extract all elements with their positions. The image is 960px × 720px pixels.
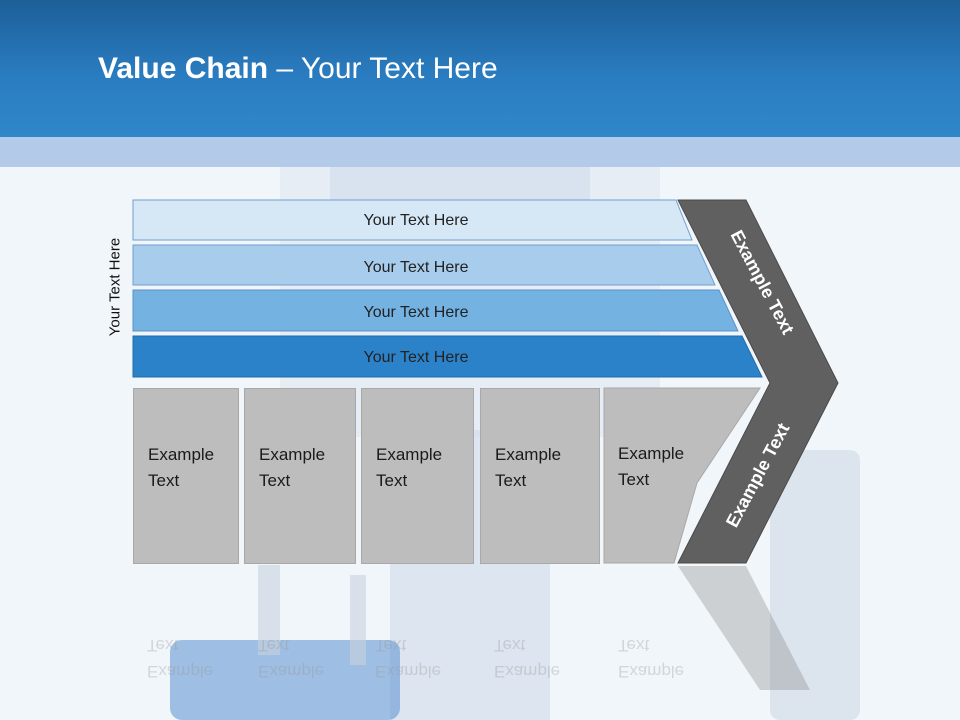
page-title: Value Chain – Your Text Here [98, 52, 498, 85]
chevron-reflection [678, 566, 810, 690]
box-4-line2: Text [618, 470, 650, 489]
box-3: Example Text [480, 388, 600, 564]
box-1-line1: Example [259, 445, 326, 464]
bar-1-shape [132, 244, 716, 286]
bar-2: Your Text Here [132, 289, 739, 332]
bar-0-shape [132, 199, 693, 241]
box-4: Example Text [604, 388, 684, 564]
bar-3: Your Text Here [132, 335, 763, 378]
bar-3-shape [132, 335, 763, 378]
chevron-shape [677, 199, 839, 564]
box-3-line1: Example [495, 445, 562, 464]
header-bar [0, 0, 960, 137]
box-0-line1: Example [148, 445, 215, 464]
box-1: Example Text [244, 388, 356, 564]
box-0-line2: Text [148, 471, 180, 490]
bar-1: Your Text Here [132, 244, 716, 286]
box-0: Example Text [133, 388, 239, 564]
box-4-shape [603, 387, 761, 564]
box-1-line2: Text [259, 471, 291, 490]
box-3-line2: Text [495, 471, 527, 490]
bar-0: Your Text Here [132, 199, 693, 241]
box-2-line2: Text [376, 471, 408, 490]
box-2-line1: Example [376, 445, 443, 464]
bar-1-label: Your Text Here [364, 259, 469, 276]
bar-2-shape [132, 289, 739, 332]
header-band [0, 137, 960, 167]
bar-2-label: Your Text Here [364, 304, 469, 321]
bar-0-label: Your Text Here [364, 212, 469, 229]
bar-3-label: Your Text Here [364, 349, 469, 366]
box-2: Example Text [361, 388, 474, 564]
box-4-line1: Example [618, 444, 685, 463]
